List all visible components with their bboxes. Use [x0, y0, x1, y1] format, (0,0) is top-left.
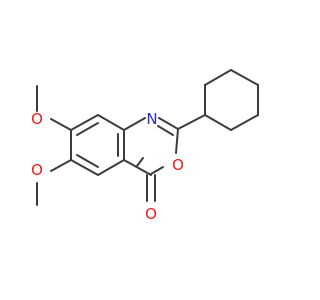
- atom-label-carbonyl-oxygen: O: [145, 205, 157, 223]
- bond-c2-o: [175, 128, 179, 154]
- bond-cy5-cy6: [230, 114, 259, 131]
- bond-cy6-cy1: [204, 114, 232, 131]
- benzene-ring: [70, 114, 125, 176]
- atom-label-ring-oxygen: O: [172, 156, 184, 174]
- bond-c6-c5-inner: [76, 154, 99, 168]
- methoxy-lower: [36, 159, 72, 206]
- bond-n-c2-double: [157, 125, 174, 136]
- bond-c4-c4a: [123, 159, 152, 176]
- atom-label-methoxy-oxygen-upper: O: [31, 110, 43, 128]
- atom-label-methoxy-oxygen-lower: O: [31, 161, 43, 179]
- atom-label-nitrogen: N: [146, 110, 157, 128]
- cyclohexyl-ring: [177, 69, 259, 131]
- bond-c6-o: [50, 159, 72, 172]
- oxazinone-ring: [123, 117, 179, 202]
- molecule-canvas: N O O O O: [31, 69, 259, 223]
- bond-c8-c7: [70, 114, 99, 131]
- bond-c8a-c8: [97, 114, 125, 131]
- bond-cy3-cy4: [230, 69, 259, 86]
- bond-c2-cy1: [177, 114, 206, 130]
- bond-cy2-cy3: [204, 69, 232, 86]
- bond-o-c4-a: [150, 166, 164, 175]
- bond-c8a-n: [123, 117, 146, 131]
- methoxy-upper: [36, 85, 72, 131]
- bond-o-c4: [136, 157, 144, 167]
- bond-c5-c4a: [97, 159, 125, 176]
- bond-n-c2: [158, 117, 179, 130]
- molecule-structure: N O O O O: [31, 69, 259, 223]
- bond-c6-c5: [70, 159, 99, 176]
- bond-c8-c7-inner: [76, 122, 99, 136]
- bond-c7-o: [50, 118, 72, 131]
